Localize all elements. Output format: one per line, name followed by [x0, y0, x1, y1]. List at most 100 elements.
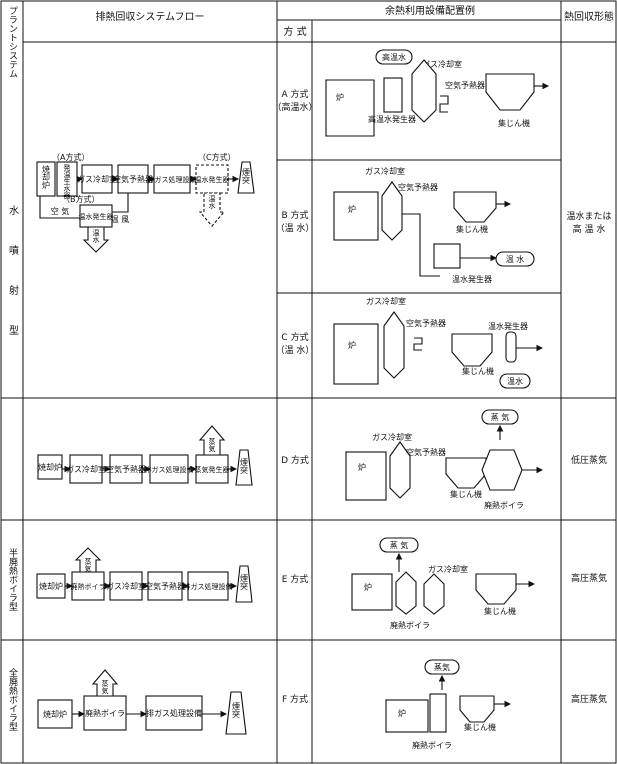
flowf-incinerator: 焼却炉 [43, 709, 67, 719]
eqd-steam-badge [481, 409, 519, 425]
eqb-warm-water: 温 水 [506, 254, 525, 264]
flowe-incinerator: 焼却炉 [39, 581, 63, 591]
flowd-gas-treatment: 排ガス処理設備 [145, 465, 194, 474]
flowe-air-preheater: 空気予熱器 [145, 581, 185, 591]
flow-d: 焼却炉 ガス冷却室 空気予熱器 排ガス処理設備 蒸気発生器 蒸気 煙突 [37, 425, 253, 486]
flow-e: 焼却炉 廃熱ボイラ 蒸気 ガス冷却室 空気予熱器 排ガス処理設備 煙突 [36, 547, 253, 603]
eqe-steam-badge [379, 537, 419, 553]
flow1-hw-gen-b: 温水発生器 [79, 212, 114, 221]
flowf-stack-shape [225, 691, 247, 735]
method-b-sub: （温 水） [276, 222, 315, 234]
flow1-hw-gen-c-box [195, 164, 229, 194]
eqe-furnace-shape [351, 573, 393, 611]
eqb-ww-gen-shape [433, 243, 461, 269]
eqb-dust: 集じん機 [456, 224, 488, 234]
flowd-incinerator-box [37, 454, 63, 480]
flowd-stack-shape [235, 449, 253, 486]
eqe-dust-shape [475, 573, 517, 605]
flowd-steam-gen: 蒸気発生器 [195, 465, 230, 474]
method-e-label: E 方式 [282, 573, 309, 585]
eqa-hot-water: 高温水 [382, 52, 406, 62]
eqc-ww-gen-shape [505, 331, 517, 363]
flow1-hw-gen-c: 温水発生器 [195, 175, 230, 184]
method-a-label: A 方式 [281, 88, 308, 100]
method-d-label: D 方式 [281, 454, 309, 466]
method-c-sub: （温 水） [276, 344, 315, 356]
method-c-label: C 方式 [281, 331, 308, 343]
eqf-boiler: 廃熱ボイラ [412, 740, 452, 750]
eqc-dust: 集じん機 [462, 366, 494, 376]
flow1-label-a: （A方式） [52, 152, 89, 162]
eqf-steam-badge [424, 659, 460, 675]
flowf-stack: 煙突 [232, 702, 241, 719]
eqe-dust: 集じん機 [484, 606, 516, 616]
flow1-gas-treatment: 排ガス処理設備 [148, 175, 197, 184]
eqa-cooler-shape [411, 59, 437, 123]
group-full-boiler: 全廃熱ボイラ型 [7, 667, 18, 731]
eqd-furnace-shape [345, 451, 387, 501]
flow1-gas-treatment-box [153, 164, 191, 194]
form-water-2: 高 温 水 [573, 223, 606, 235]
flowf-steam: 蒸気 [101, 679, 109, 695]
flowf-steam-arrow [91, 669, 119, 697]
eqc-air-preheater: 空気予熱器 [406, 318, 446, 328]
flowe-incinerator-box [36, 573, 66, 599]
eqd-air-preheater: 空気予熱器 [406, 447, 446, 457]
flow1-warm-water-c-arrow [198, 192, 226, 227]
flow1-hw-gen-a: 発温生水器 [63, 163, 71, 200]
eqc-gas-cooler: ガス冷却室 [366, 296, 406, 306]
eqf-dust-shape [459, 695, 495, 723]
form-column-header: 熱回収形態 [564, 10, 614, 23]
eqa-dust: 集じん機 [498, 118, 530, 128]
flowe-gas-cooler: ガス冷却室 [106, 581, 146, 591]
eqf-furnace-shape [385, 699, 429, 733]
eqa-air-preheater: 空気予熱器 [445, 80, 485, 90]
method-f-label: F 方式 [282, 693, 308, 705]
eqf-dust: 集じん機 [464, 722, 496, 732]
flowe-gas-treatment-box [187, 571, 229, 601]
flowf-gas-treatment: 排ガス処理設備 [146, 708, 202, 718]
eqb-cooler-shape [381, 181, 403, 241]
eqf-furnace: 炉 [398, 708, 406, 718]
flow1-label-c: （C方式） [198, 152, 236, 162]
flowe-boiler-box [71, 571, 105, 601]
equipment-d: 蒸 気 ガス冷却室 空気予熱器 炉 集じん機 廃熱ボイラ [345, 409, 544, 510]
flowf-incinerator-box [37, 699, 73, 729]
eqe-furnace: 炉 [364, 582, 372, 592]
eqb-furnace: 炉 [348, 204, 356, 214]
flow1-air-preheater: 空気予熱器 [113, 174, 153, 184]
eqd-boiler-shape [481, 449, 523, 491]
eqa-hw-gen-shape [383, 77, 403, 113]
flowe-steam: 蒸気 [84, 557, 92, 573]
flow1-air: 空 気 [51, 206, 70, 216]
group-water-spray: 水噴射型 [7, 205, 19, 365]
form-low-steam: 低圧蒸気 [571, 454, 607, 466]
eqa-preheater-coil [439, 95, 449, 113]
eqc-warm-water: 温水 [507, 376, 523, 386]
flowd-air-preheater: 空気予熱器 [106, 464, 146, 474]
flow-column-header: 排熱回収システムフロー [95, 10, 204, 23]
eqd-cooler-shape [389, 441, 411, 499]
form-water: 温水または [566, 210, 611, 222]
eqc-warm-water-badge [499, 373, 531, 389]
eqb-ww-gen: 温水発生器 [452, 274, 492, 284]
eqd-dust-shape [445, 457, 487, 489]
flow1-warm-water-arrow [82, 226, 110, 253]
flowe-steam-arrow [74, 547, 102, 573]
flowd-gas-cooler: ガス冷却室 [66, 464, 106, 474]
flowd-steam: 蒸気 [208, 437, 216, 453]
method-a-sub: （高温水） [272, 101, 317, 113]
flowe-boiler: 廃熱ボイラ [71, 582, 106, 591]
flowd-gas-treatment-box [149, 454, 189, 484]
flow1-incinerator: 焼却炉 [42, 165, 51, 190]
method-b-label: B 方式 [281, 209, 308, 221]
flowf-boiler: 廃熱ボイラ [85, 708, 125, 718]
eqe-boiler-shape [395, 571, 417, 615]
equipment-c: ガス冷却室 空気予熱器 温水発生器 炉 集じん機 温水 [333, 296, 544, 389]
flowd-stack: 煙突 [240, 458, 249, 475]
eqc-ww-gen: 温水発生器 [488, 321, 528, 331]
eqc-furnace-shape [333, 323, 379, 385]
equipment-a: 高温水 ガス冷却室 空気予熱器 炉 高温水発生器 集じん機 [325, 49, 550, 137]
